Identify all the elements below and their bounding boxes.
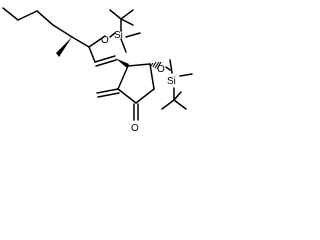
upper-silicon-label: Si [114, 30, 123, 41]
upper-carbinol [88, 35, 106, 63]
alkene-double-bond [94, 55, 117, 67]
lower-hash-bond [150, 61, 162, 70]
o-si-bond-upper [109, 32, 116, 38]
ring-attachment [115, 58, 129, 68]
ketone-oxygen-label: O [131, 123, 139, 134]
o-si-bond-lower [165, 66, 171, 71]
molecule-structure: O Si O O S [2, 7, 193, 134]
upper-tbs-group [109, 9, 141, 53]
methyl-stereocenter [56, 36, 90, 57]
cyclopentanone-ring [117, 63, 155, 104]
butyl-chain [2, 7, 73, 38]
ketone-carbonyl [133, 103, 139, 121]
lower-oxygen-label: O [157, 64, 165, 75]
upper-oxygen-label: O [101, 35, 109, 46]
lower-silicon-label: Si [167, 76, 176, 87]
lower-tbs-group [161, 59, 193, 110]
exocyclic-methylene [96, 88, 120, 98]
